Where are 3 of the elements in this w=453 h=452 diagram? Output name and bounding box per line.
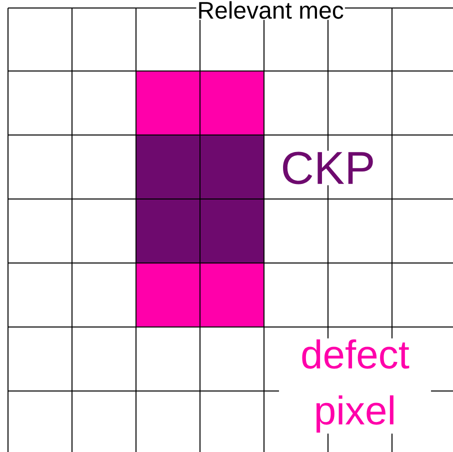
region-label: CKP: [280, 150, 376, 186]
region-label: defect pixel: [279, 338, 431, 434]
heading: Relevant mec: [196, 0, 345, 20]
